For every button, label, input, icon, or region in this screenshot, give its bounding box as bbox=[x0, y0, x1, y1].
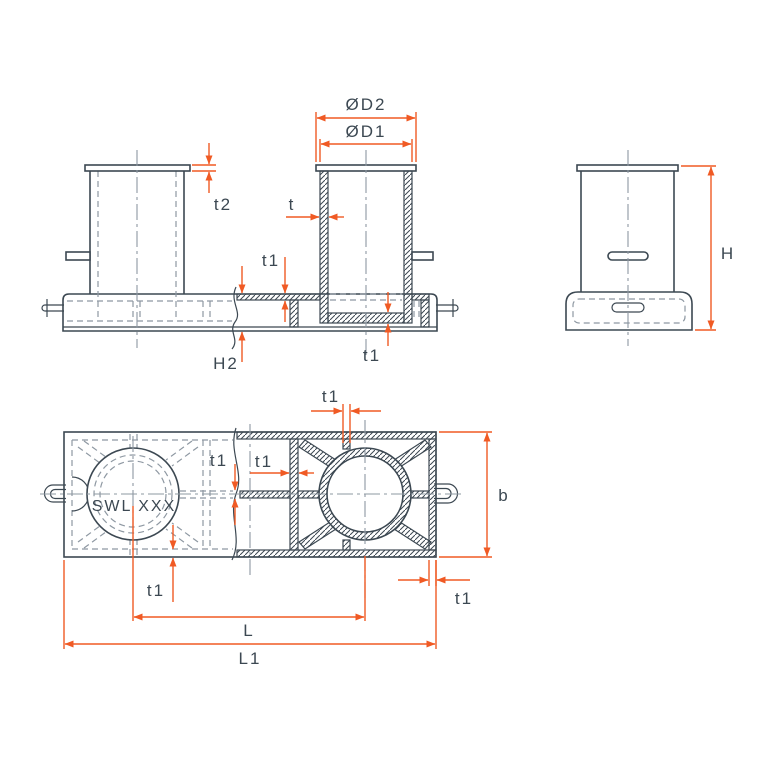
dim-label-t1-front-plate: t1 bbox=[262, 251, 280, 270]
dim-label-b: b bbox=[498, 486, 509, 505]
dim-label-d1: ØD1 bbox=[346, 122, 387, 141]
side-base bbox=[565, 291, 693, 331]
dim-label-l1: L1 bbox=[239, 649, 262, 668]
front-break-line bbox=[231, 286, 239, 350]
dim-label-t1-plan-top: t1 bbox=[322, 387, 340, 406]
swl-marking: SWL XXX bbox=[92, 498, 177, 515]
dim-label-t2: t2 bbox=[214, 195, 232, 214]
front-elevation-view: ØD2 ØD1 t2 t t1 H2 bbox=[41, 95, 459, 373]
front-left-eye-pin bbox=[41, 299, 64, 317]
side-elevation-view: H bbox=[565, 150, 735, 346]
front-right-tab bbox=[411, 251, 434, 261]
dim-label-t: t bbox=[289, 195, 296, 214]
dim-label-t1-plan-wall: t1 bbox=[255, 452, 273, 471]
dim-label-t1-plan-midrib: t1 bbox=[210, 451, 228, 470]
front-left-tab bbox=[65, 251, 91, 261]
plan-dimensions: t1 t1 t1 b t1 t1 bbox=[63, 387, 509, 668]
front-right-cylinder-section bbox=[315, 150, 434, 358]
dim-label-l: L bbox=[243, 621, 254, 640]
dim-label-t1-cyl-bottom: t1 bbox=[363, 346, 381, 365]
dim-label-h: H bbox=[721, 244, 735, 263]
dim-label-d2: ØD2 bbox=[346, 95, 387, 114]
front-dimensions: ØD2 ØD1 t2 t t1 H2 bbox=[192, 95, 417, 373]
front-left-cylinder bbox=[65, 150, 191, 348]
side-dimensions: H bbox=[681, 165, 735, 331]
dim-label-h2: H2 bbox=[213, 354, 239, 373]
dim-label-t1-plan-bottom: t1 bbox=[147, 581, 165, 600]
plan-view: SWL XXX bbox=[40, 387, 509, 668]
front-right-eye-pin bbox=[436, 299, 459, 317]
dim-label-t1-plan-right: t1 bbox=[455, 589, 473, 608]
